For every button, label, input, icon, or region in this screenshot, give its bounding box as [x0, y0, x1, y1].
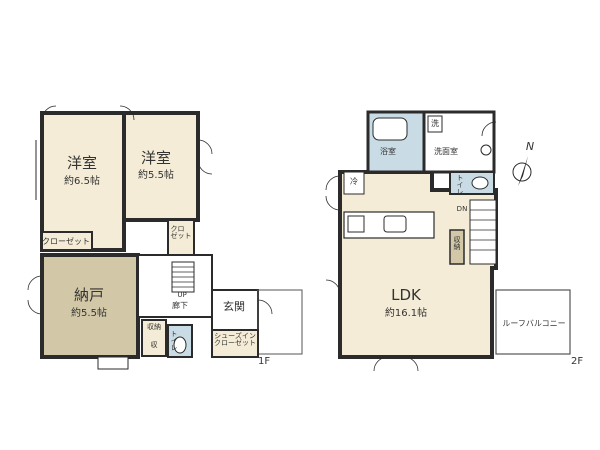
- western-room-a-size: 約6.5帖: [64, 176, 100, 187]
- bath-label: 浴室: [380, 147, 396, 156]
- closet-a-label: クローゼット: [42, 237, 90, 246]
- stairs-up-label: UP: [177, 291, 187, 299]
- stairs-1f: [171, 261, 195, 293]
- storage-room-size: 約5.5帖: [71, 308, 107, 319]
- entrance-label: 玄関: [223, 300, 245, 313]
- washer-label: 洗: [431, 119, 439, 128]
- entrance-floor: [211, 289, 259, 331]
- storage-2f-floor: [449, 229, 465, 265]
- stairs-2f: [469, 199, 497, 265]
- western-room-b-size: 約5.5帖: [138, 170, 174, 181]
- corridor-label: 廊下: [172, 301, 188, 310]
- western-room-a-name: 洋室: [66, 154, 98, 172]
- washroom-label: 洗面室: [434, 147, 458, 156]
- storage-room-name: 納戸: [73, 286, 105, 304]
- shoe-closet-floor: [211, 329, 259, 358]
- storage-tiny-label: 収: [150, 341, 158, 349]
- balcony-label: ルーフバルコニー: [502, 319, 566, 328]
- floor-2-label: 2F: [571, 356, 584, 367]
- toilet-1f-label: トイレ: [170, 330, 178, 351]
- fridge: [343, 171, 365, 195]
- closet-a-floor: [41, 231, 93, 251]
- storage-small-floor: [141, 319, 167, 357]
- closet-b-label: クロ ゼット: [170, 225, 192, 240]
- storage-2f-label: 収納: [453, 236, 461, 250]
- floor-2-plan: [325, 110, 571, 372]
- ldk-name: LDK: [391, 286, 421, 304]
- western-room-b-floor: [122, 111, 200, 222]
- compass-north-label: N: [525, 140, 535, 153]
- fridge-label: 冷: [350, 177, 358, 186]
- porch-outline: [257, 289, 303, 355]
- roof-balcony-outline: [495, 289, 571, 355]
- toilet-2f-label: トイレ: [456, 174, 464, 195]
- western-room-b-name: 洋室: [140, 149, 172, 167]
- compass-icon: [512, 156, 532, 186]
- shoe-closet-label: シューズイン クローゼット: [214, 332, 256, 347]
- floor-1-plan: [27, 105, 303, 370]
- ldk-size: 約16.1帖: [384, 308, 428, 319]
- closet-b-floor: [167, 219, 195, 261]
- storage-room-floor: [40, 253, 140, 359]
- toilet-1f-bowl: [173, 336, 187, 354]
- storage-small-label: 収納: [147, 323, 161, 331]
- floor-1-label: 1F: [258, 356, 271, 367]
- stairs-down-label: DN: [456, 205, 468, 213]
